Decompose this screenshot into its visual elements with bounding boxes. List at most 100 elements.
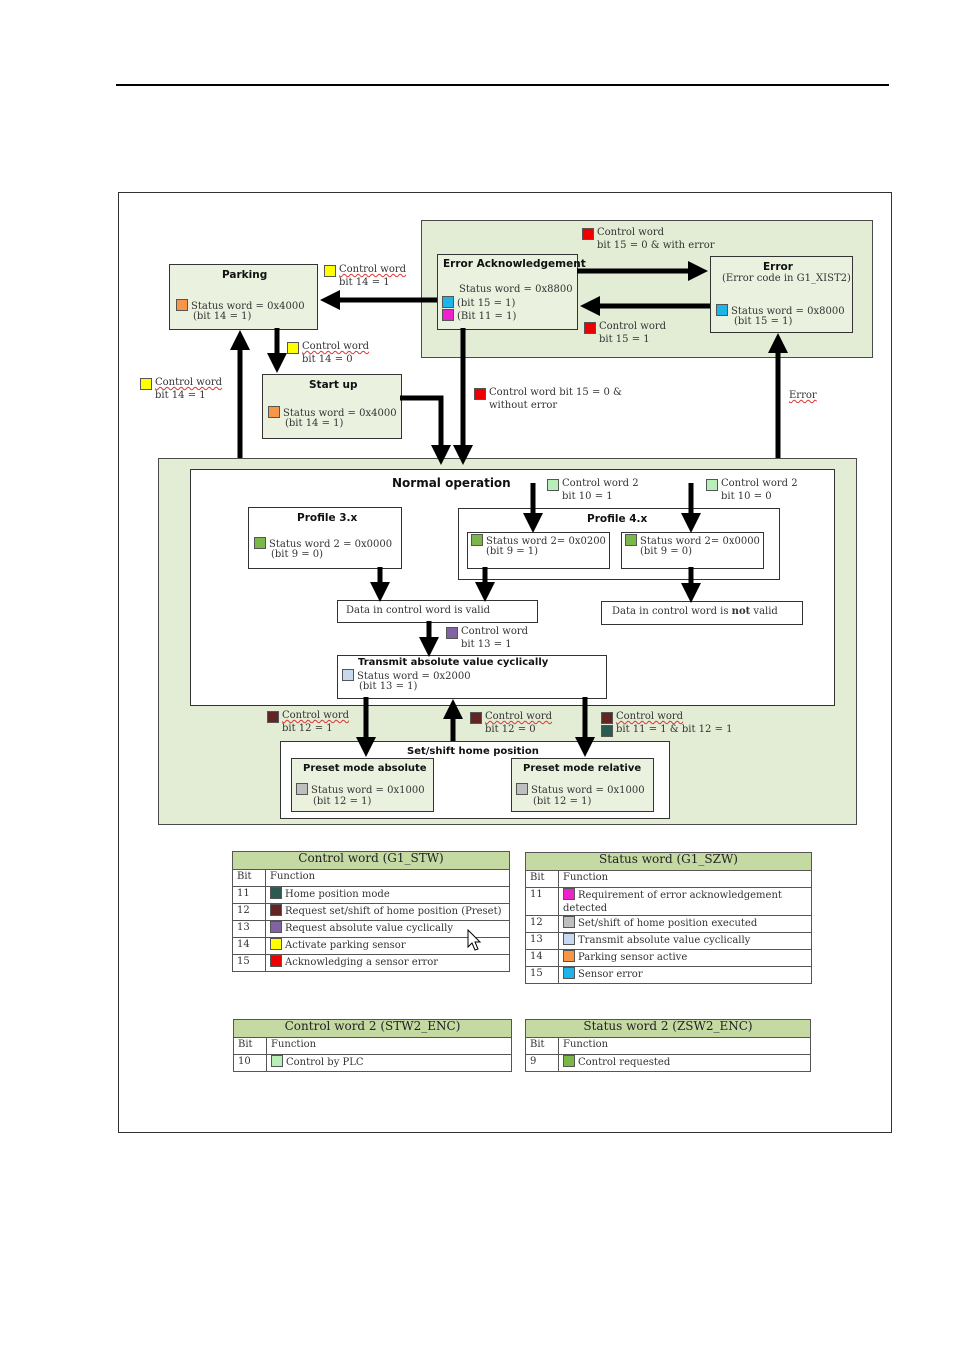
error-ack-state: Error Acknowledgement Status word = 0x88… xyxy=(437,254,586,330)
color-square-icon xyxy=(563,888,575,900)
legend-bit: 10 xyxy=(233,1054,267,1072)
purple-square-icon xyxy=(446,627,458,639)
legend-bit: 12 xyxy=(525,915,559,933)
profile-4-bit9-0: Status word 2= 0x0000 (bit 9 = 0) xyxy=(621,532,764,569)
legend-bit: 11 xyxy=(232,886,266,904)
red-square-icon xyxy=(584,322,596,334)
legend-col-bit: Bit xyxy=(525,1037,559,1055)
legend-col-bit: Bit xyxy=(525,870,559,888)
yellow-square-icon xyxy=(140,378,152,390)
legend-function: Request absolute value cyclically xyxy=(285,923,454,934)
dark-red-square-icon xyxy=(470,712,482,724)
dark-red-square-icon xyxy=(601,712,613,724)
legend-bit: 13 xyxy=(232,920,266,938)
label-cw15-without-error: Control word bit 15 = 0 &without error xyxy=(474,387,622,412)
dark-teal-square-icon xyxy=(601,725,613,737)
green-square-icon xyxy=(254,537,266,549)
legend-row: 9 Control requested xyxy=(525,1054,811,1072)
color-square-icon xyxy=(563,950,575,962)
legend-bit: 14 xyxy=(525,949,559,967)
color-square-icon xyxy=(271,1055,283,1067)
legend-title: Status word (G1_SZW) xyxy=(525,852,812,871)
orange-square-icon xyxy=(176,299,188,311)
gray-square-icon xyxy=(516,783,528,795)
mouse-cursor-icon xyxy=(467,929,482,951)
legend-title: Status word 2 (ZSW2_ENC) xyxy=(525,1019,811,1038)
color-square-icon xyxy=(563,967,575,979)
color-square-icon xyxy=(270,904,282,916)
legend-bit: 13 xyxy=(525,932,559,950)
data-valid-box: Data in control word is valid xyxy=(337,600,538,623)
legend-function: Control by PLC xyxy=(286,1057,364,1068)
cyan-square-icon xyxy=(716,304,728,316)
light-green-square-icon xyxy=(547,479,559,491)
legend-row: 10 Control by PLC xyxy=(233,1054,512,1072)
legend-bit: 11 xyxy=(525,887,559,916)
red-square-icon xyxy=(474,388,486,400)
parking-state: Parking Status word = 0x4000 (bit 14 = 1… xyxy=(169,264,318,330)
legend-function: Set/shift of home position executed xyxy=(578,918,758,929)
legend-bit: 15 xyxy=(525,966,559,984)
legend-title: Control word 2 (STW2_ENC) xyxy=(233,1019,512,1038)
legend-row: 12 Request set/shift of home position (Pr… xyxy=(232,903,510,921)
data-not-valid-box: Data in control word is not valid xyxy=(601,601,803,625)
startup-state: Start up Status word = 0x4000 (bit 14 = … xyxy=(262,374,402,439)
light-green-square-icon xyxy=(706,479,718,491)
legend-function: Control requested xyxy=(578,1057,671,1068)
green-square-icon xyxy=(471,534,483,546)
legend-bit: 15 xyxy=(232,954,266,972)
legend-function: Parking sensor active xyxy=(578,952,688,963)
legend-row: 11 Home position mode xyxy=(232,886,510,904)
orange-square-icon xyxy=(268,406,280,418)
legend-bit: 9 xyxy=(525,1054,559,1072)
yellow-square-icon xyxy=(287,342,299,354)
color-square-icon xyxy=(270,955,282,967)
cyan-square-icon xyxy=(442,296,454,308)
color-square-icon xyxy=(563,1055,575,1067)
yellow-square-icon xyxy=(324,265,336,277)
label-error: Error xyxy=(789,390,817,401)
preset-absolute-state: Preset mode absolute Status word = 0x100… xyxy=(291,758,434,812)
legend-bit: 14 xyxy=(232,937,266,955)
dark-red-square-icon xyxy=(267,711,279,723)
transmit-state: Transmit absolute value cyclically Statu… xyxy=(337,655,607,699)
color-square-icon xyxy=(563,916,575,928)
profile-3-state: Profile 3.x Status word 2 = 0x0000 (bit … xyxy=(248,507,402,569)
legend-col-function: Function xyxy=(558,870,812,888)
legend-title: Control word (G1_STW) xyxy=(232,851,510,870)
arrow-startup-to-normal xyxy=(400,395,451,465)
legend-row: 12 Set/shift of home position executed xyxy=(525,915,812,933)
light-blue-square-icon xyxy=(342,669,354,681)
legend-col-bit: Bit xyxy=(232,869,266,887)
magenta-square-icon xyxy=(442,309,454,321)
legend-col-function: Function xyxy=(265,869,510,887)
color-square-icon xyxy=(270,921,282,933)
normal-operation-title: Normal operation xyxy=(392,476,511,490)
legend-bit: 12 xyxy=(232,903,266,921)
color-square-icon xyxy=(270,887,282,899)
legend-function: Request set/shift of home position (Pres… xyxy=(285,906,502,917)
preset-relative-state: Preset mode relative Status word = 0x100… xyxy=(511,758,654,812)
legend-col-function: Function xyxy=(266,1037,512,1055)
header-rule xyxy=(116,84,889,86)
green-square-icon xyxy=(625,534,637,546)
legend-col-bit: Bit xyxy=(233,1037,267,1055)
legend-function: Home position mode xyxy=(285,889,390,900)
